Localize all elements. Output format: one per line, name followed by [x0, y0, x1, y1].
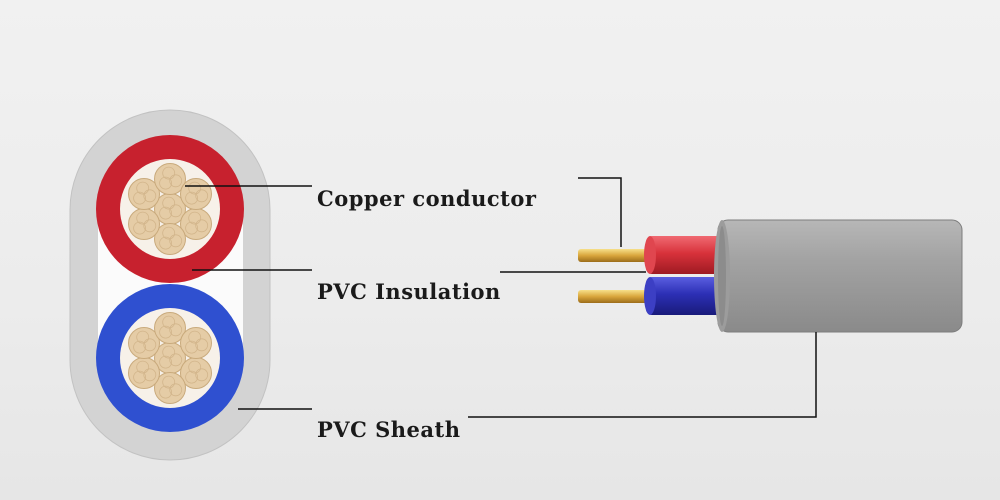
leader-sheath-side — [468, 332, 817, 418]
red-core — [96, 135, 244, 283]
strand-texture — [169, 204, 183, 218]
red-insulation-side — [646, 236, 736, 274]
strand-texture — [185, 370, 199, 384]
strand-texture — [136, 330, 150, 344]
strand-texture — [188, 181, 202, 195]
label-pvc-insulation: PVC Insulation — [317, 279, 501, 304]
strand-texture — [143, 189, 157, 203]
strand-texture — [162, 375, 176, 389]
strand-texture — [169, 383, 183, 397]
strand-texture — [133, 340, 147, 354]
leader-lines — [185, 177, 817, 418]
strand-texture — [162, 315, 176, 329]
strand-texture — [162, 345, 176, 359]
pvc-sheath-side — [717, 219, 963, 333]
copper-wire-bottom — [578, 290, 656, 303]
copper-wire-top — [578, 249, 656, 262]
leader-copper-side — [578, 177, 622, 247]
strand-texture — [159, 236, 173, 250]
strand-texture — [169, 323, 183, 337]
cable-side-view-icon — [578, 219, 963, 333]
strand-texture — [143, 219, 157, 233]
strand-texture — [159, 355, 173, 369]
strand-texture — [188, 211, 202, 225]
strand-texture — [195, 368, 209, 382]
strand-texture — [162, 226, 176, 240]
strand-texture — [169, 353, 183, 367]
strand-texture — [159, 325, 173, 339]
strand-texture — [195, 189, 209, 203]
strand-texture — [133, 191, 147, 205]
copper-strands-blue — [128, 312, 212, 404]
strand-texture — [159, 385, 173, 399]
strand-texture — [159, 206, 173, 220]
strand-texture — [133, 221, 147, 235]
strand-texture — [169, 234, 183, 248]
label-copper-conductor: Copper conductor — [317, 186, 537, 211]
strand-texture — [133, 370, 147, 384]
strand-texture — [162, 196, 176, 210]
strand-texture — [169, 174, 183, 188]
strand-texture — [185, 340, 199, 354]
strand-texture — [136, 181, 150, 195]
strand-texture — [136, 360, 150, 374]
strand-texture — [188, 330, 202, 344]
strand-texture — [195, 338, 209, 352]
strand-texture — [159, 176, 173, 190]
blue-core — [96, 284, 244, 432]
strand-texture — [185, 191, 199, 205]
blue-insulation-side — [646, 277, 736, 315]
strand-texture — [143, 338, 157, 352]
cable-cross-section-icon — [69, 109, 271, 461]
strand-texture — [136, 211, 150, 225]
strand-texture — [162, 166, 176, 180]
strand-texture — [143, 368, 157, 382]
strand-texture — [188, 360, 202, 374]
strand-texture — [195, 219, 209, 233]
label-pvc-sheath: PVC Sheath — [317, 417, 461, 442]
strand-texture — [185, 221, 199, 235]
